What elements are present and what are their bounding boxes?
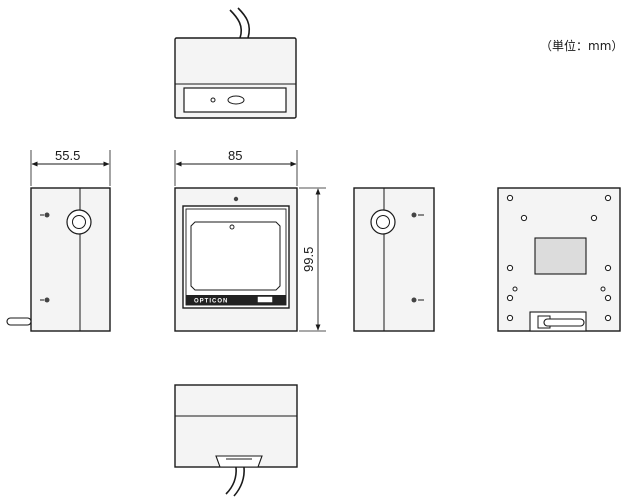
right-side-lens-inner	[376, 215, 390, 229]
top-view-cable	[229, 9, 243, 39]
left-side-screw-bottom	[44, 297, 50, 303]
right-side-screw-bottom	[411, 297, 417, 303]
right-side-view	[353, 187, 435, 332]
back-view	[497, 187, 621, 332]
unit-note: （単位：mm）	[540, 38, 623, 53]
back-screw-holes	[506, 194, 612, 322]
left-side-lens-outer	[66, 209, 92, 235]
bottom-view	[174, 384, 298, 497]
top-view-front-plate	[183, 87, 287, 113]
top-view-window	[227, 95, 245, 105]
front-screw	[233, 196, 239, 202]
right-side-screw-top	[411, 212, 417, 218]
left-side-view: 55.5	[6, 148, 111, 332]
back-label-area	[534, 237, 587, 275]
left-side-cable-stub	[6, 317, 32, 326]
front-view: 85 99.5 OPTICON	[174, 148, 326, 332]
front-logo-strip	[186, 295, 286, 305]
dim-label-height: 99.5	[301, 247, 316, 272]
front-logo-button	[257, 296, 273, 303]
back-cable-stub	[543, 318, 585, 327]
left-side-body	[30, 187, 111, 332]
top-view	[174, 7, 297, 119]
left-side-screw-top	[44, 212, 50, 218]
dim-label-depth: 55.5	[55, 148, 80, 163]
front-window-screw	[229, 224, 235, 230]
bottom-view-cable	[225, 466, 237, 495]
bottom-cable-clamp	[215, 455, 263, 468]
top-view-led	[210, 97, 216, 103]
left-side-lens-inner	[72, 215, 86, 229]
front-logo-text: OPTICON	[194, 299, 228, 305]
right-side-lens-outer	[370, 209, 396, 235]
dim-label-width: 85	[228, 148, 242, 163]
bottom-body	[174, 384, 298, 468]
front-window	[190, 221, 281, 291]
right-side-body	[353, 187, 435, 332]
